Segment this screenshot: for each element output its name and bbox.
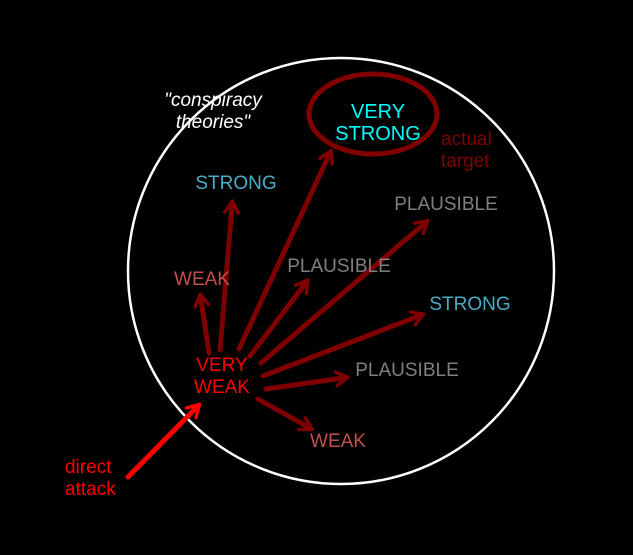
direct-attack-label: direct attack xyxy=(65,457,116,501)
argument-space-circle xyxy=(126,56,556,486)
very-strong-label: VERY STRONG xyxy=(335,101,421,145)
arrow-to-plausible-lower xyxy=(263,370,350,392)
very-weak-label: VERY WEAK xyxy=(194,355,250,399)
conspiracy-line-1: "conspiracy xyxy=(164,90,262,111)
direct-attack-line-2: attack xyxy=(65,479,116,500)
actual-target-line-1: actual xyxy=(441,129,492,150)
arrow-to-strong-top xyxy=(217,199,240,353)
direct-attack-line-1: direct xyxy=(65,457,112,478)
plausible-upper-right-label: PLAUSIBLE xyxy=(394,194,498,215)
very-weak-line-1: VERY xyxy=(196,355,248,376)
arrow-to-plausible-center xyxy=(247,278,310,359)
arrow-to-strong-right xyxy=(260,310,426,379)
weak-bottom-label: WEAK xyxy=(310,431,366,452)
direct-attack-arrow xyxy=(125,402,202,480)
actual-target-label: actual target xyxy=(441,129,492,173)
very-strong-line-1: VERY xyxy=(350,101,406,123)
conspiracy-line-2: theories" xyxy=(175,112,251,133)
weak-left-label: WEAK xyxy=(174,269,230,290)
strong-top-label: STRONG xyxy=(195,173,277,194)
actual-target-line-2: target xyxy=(441,151,490,172)
arrow-to-weak-left xyxy=(193,292,212,356)
very-strong-line-2: STRONG xyxy=(335,123,421,145)
arrow-to-weak-bottom xyxy=(255,396,315,432)
arrow-to-plausible-upper-right xyxy=(258,218,430,366)
actual-target-ellipse xyxy=(306,71,440,157)
plausible-lower-label: PLAUSIBLE xyxy=(355,360,459,381)
very-weak-line-2: WEAK xyxy=(194,377,250,398)
conspiracy-theories-label: "conspiracy theories" xyxy=(164,90,262,134)
strong-right-label: STRONG xyxy=(429,294,511,315)
plausible-center-label: PLAUSIBLE xyxy=(287,256,391,277)
arrow-to-very-strong xyxy=(236,148,335,352)
